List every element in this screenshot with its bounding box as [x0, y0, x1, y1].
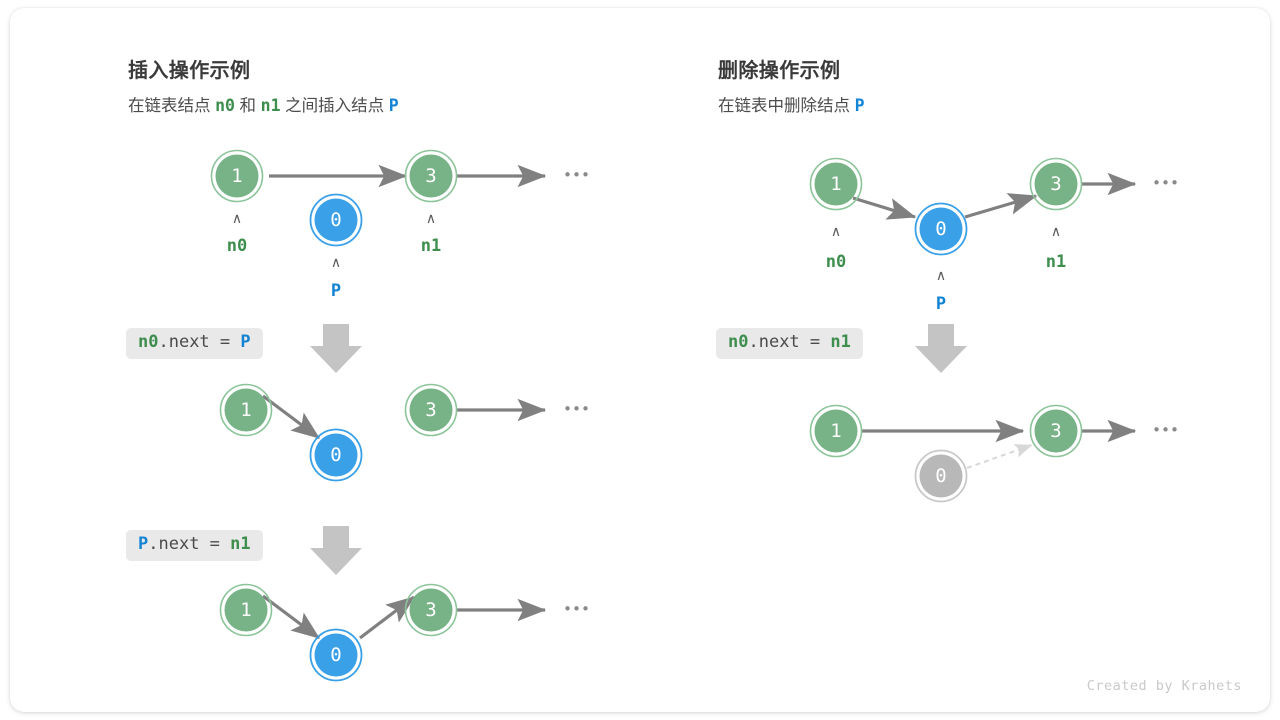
node-value: 0 [330, 209, 341, 231]
node-value: 1 [240, 399, 251, 421]
node-value: 0 [330, 444, 341, 466]
node-value: 0 [330, 644, 341, 666]
insert-step1-code: n0.next = P [126, 328, 263, 359]
caret-icon: ∧ [426, 211, 436, 227]
delete-row2: ••• 1 0 3 [809, 404, 1179, 503]
code-token-next: .next = [148, 534, 231, 554]
delete-panel-subtitle: 在链表中删除结点 P [718, 92, 865, 116]
node-n0: 1 [219, 383, 273, 437]
subtitle-text-0: 在链表结点 [128, 97, 216, 115]
node-n0: 1 [219, 583, 273, 637]
subtitle-code-p: P [388, 96, 399, 115]
node-p: 0 [309, 428, 363, 482]
ellipsis: ••• [1152, 174, 1179, 192]
node-value: 1 [830, 173, 841, 195]
caret-icon: ∧ [331, 255, 341, 271]
caret-icon: ∧ [831, 224, 841, 240]
pointer-label-p: P [331, 281, 341, 301]
insert-panel-subtitle: 在链表结点 n0 和 n1 之间插入结点 P [128, 92, 399, 116]
arrow-deleted-p-to-n1-dashed [966, 444, 1033, 469]
subtitle-code-n0: n0 [215, 96, 235, 115]
node-value: 3 [425, 399, 436, 421]
caret-icon: ∧ [936, 268, 946, 284]
arrow-n0-to-p [852, 196, 917, 220]
pointer-label-n0: n0 [227, 236, 247, 256]
code-token-n1: n1 [830, 332, 851, 352]
node-n1: 3 [1029, 157, 1083, 211]
insert-panel-title: 插入操作示例 [128, 60, 251, 82]
node-n1: 3 [404, 583, 458, 637]
subtitle-text-1: 和 [234, 97, 261, 115]
node-value: 3 [425, 599, 436, 621]
node-value: 3 [425, 165, 436, 187]
node-n0: 1 [809, 404, 863, 458]
code-token-next: .next = [158, 332, 241, 352]
node-p: 0 [914, 202, 968, 256]
node-p-deleted: 0 [914, 449, 968, 503]
delete-row1: ••• 1 ∧ n0 0 ∧ P 3 ∧ n1 [809, 157, 1179, 314]
subtitle-code-p: P [854, 96, 865, 115]
arrow-p-to-n1 [359, 595, 416, 640]
node-n0: 1 [809, 157, 863, 211]
node-value: 1 [240, 599, 251, 621]
caret-icon: ∧ [232, 211, 242, 227]
pointer-label-p: P [936, 294, 946, 314]
node-n0: 1 [210, 149, 264, 203]
code-token-next: .next = [748, 332, 831, 352]
delete-panel-title: 删除操作示例 [718, 60, 841, 82]
caret-icon: ∧ [1051, 224, 1061, 240]
down-arrow-insert-2 [310, 526, 362, 575]
node-n1: 3 [404, 383, 458, 437]
insert-row2: ••• 1 0 3 [219, 383, 590, 482]
code-token-p: P [240, 332, 251, 352]
node-value: 3 [1050, 173, 1061, 195]
down-arrow-insert-1 [310, 324, 362, 373]
diagram-card: 插入操作示例 在链表结点 n0 和 n1 之间插入结点 P n0.next = … [10, 8, 1270, 712]
code-token-p: P [138, 534, 149, 554]
ellipsis: ••• [1152, 421, 1179, 439]
node-value: 1 [830, 420, 841, 442]
ellipsis: ••• [563, 600, 590, 618]
node-p: 0 [309, 193, 363, 247]
down-arrow-delete-1 [915, 324, 967, 373]
node-value: 0 [935, 465, 946, 487]
arrow-n0-to-p [262, 594, 321, 640]
node-n1: 3 [1029, 404, 1083, 458]
insert-step2-code: P.next = n1 [126, 530, 263, 561]
ellipsis: ••• [563, 166, 590, 184]
node-value: 0 [935, 218, 946, 240]
subtitle-code-n1: n1 [260, 96, 281, 115]
node-n1: 3 [404, 149, 458, 203]
arrow-n0-to-p [262, 394, 321, 440]
node-p: 0 [309, 628, 363, 682]
insert-row3: ••• 1 0 3 [219, 583, 590, 682]
code-token-n1: n1 [230, 534, 251, 554]
node-value: 3 [1050, 420, 1061, 442]
credit-text: Created by Krahets [1086, 678, 1242, 694]
ellipsis: ••• [563, 400, 590, 418]
node-value: 1 [231, 165, 242, 187]
pointer-label-n0: n0 [826, 252, 846, 272]
pointer-label-n1: n1 [1046, 252, 1066, 272]
subtitle-text-0: 在链表中删除结点 [718, 97, 855, 115]
delete-step1-code: n0.next = n1 [716, 328, 863, 359]
subtitle-text-2: 之间插入结点 [280, 97, 389, 115]
code-token-n0: n0 [728, 332, 749, 352]
insert-row1: ••• 1 ∧ n0 0 ∧ P 3 ∧ [210, 149, 590, 301]
code-token-n0: n0 [138, 332, 159, 352]
diagram-graphics: ••• 1 ∧ n0 0 ∧ P 3 ∧ [210, 149, 1179, 682]
arrow-p-to-n1 [964, 193, 1038, 219]
pointer-label-n1: n1 [421, 236, 441, 256]
